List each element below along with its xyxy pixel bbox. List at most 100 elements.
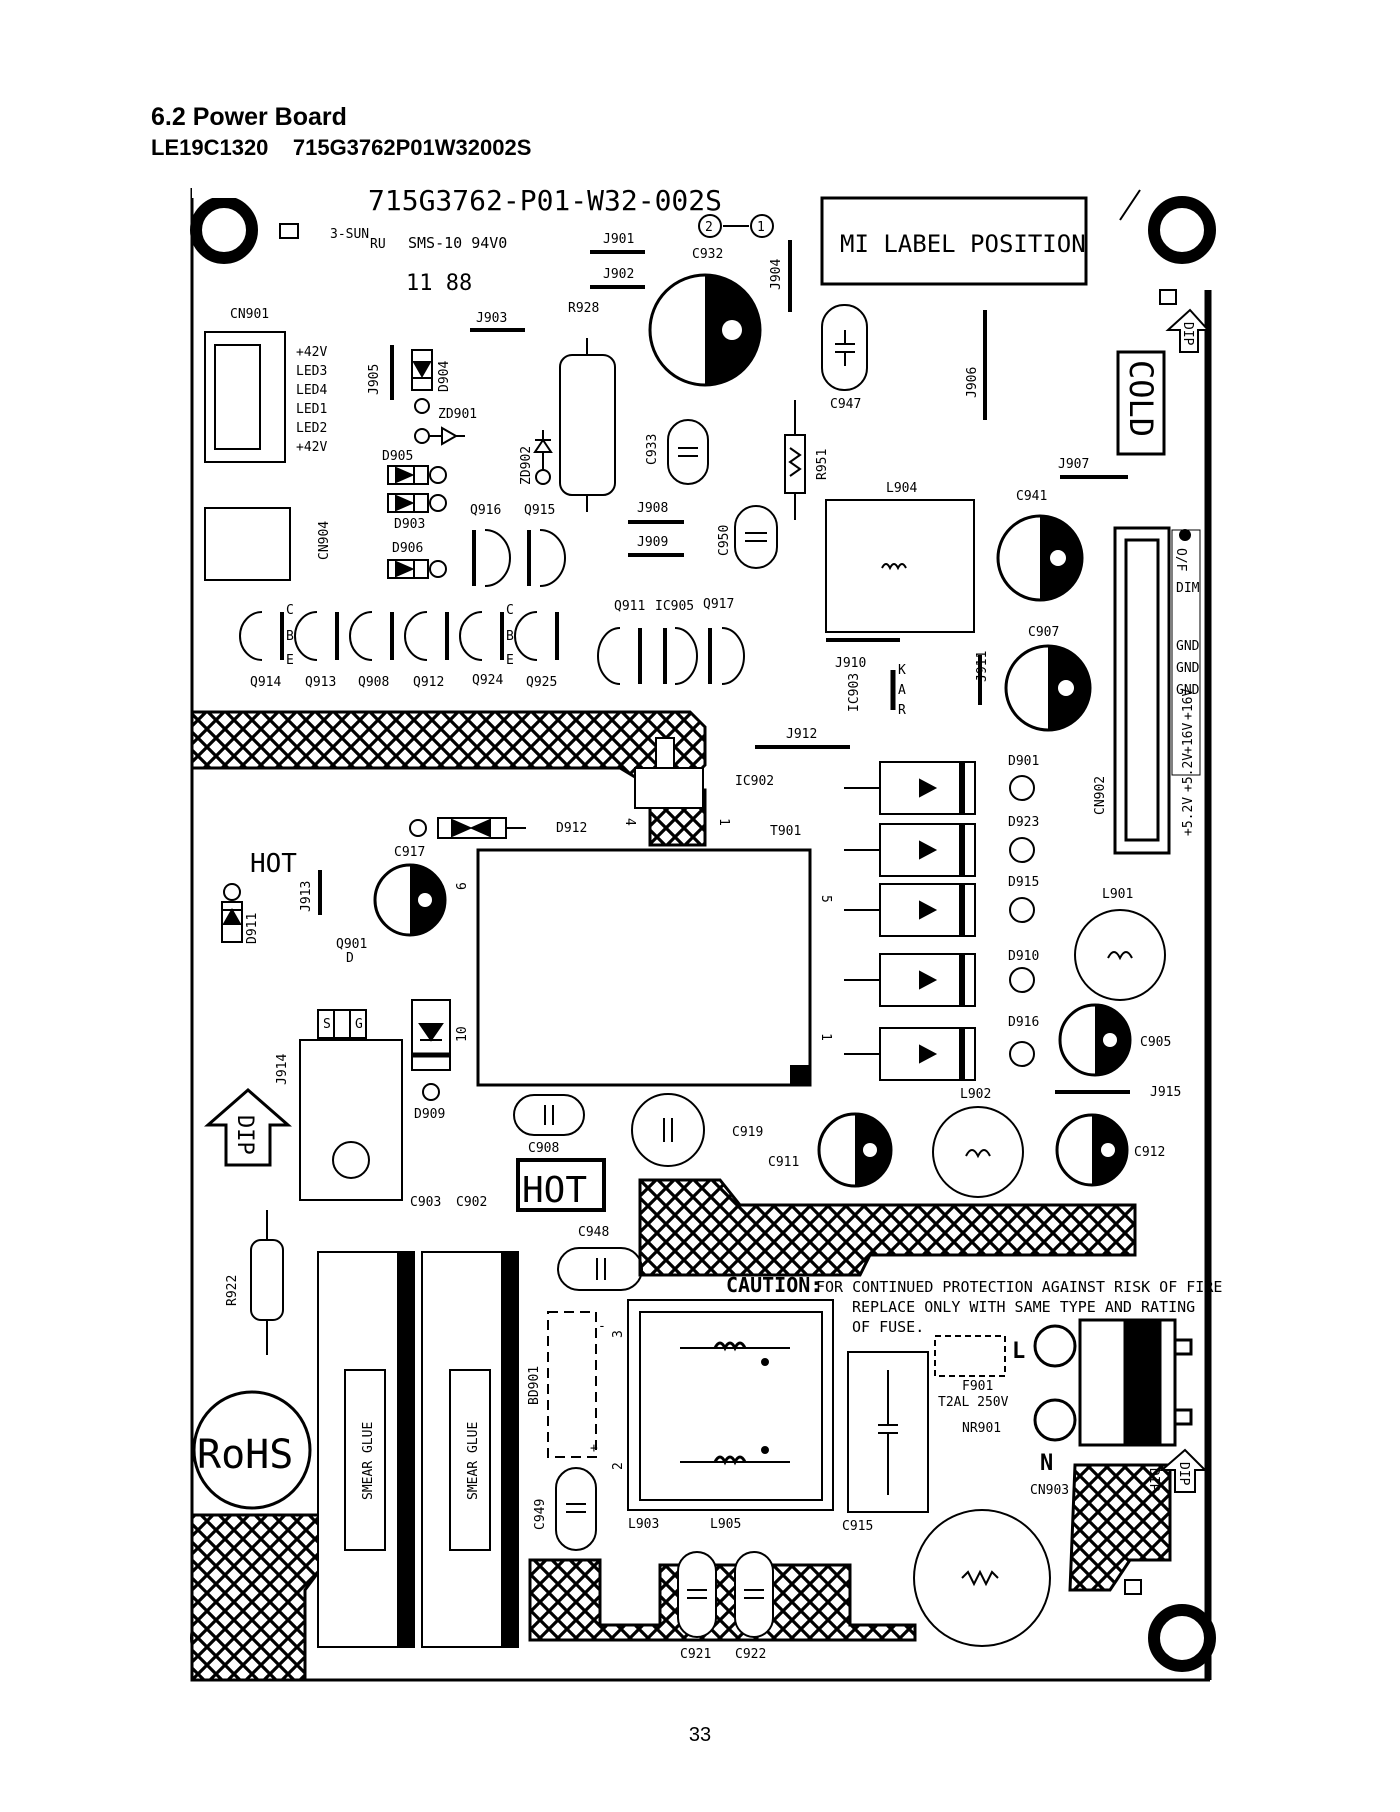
q901-pin-s: S — [323, 1017, 331, 1032]
cn901-pin-2: LED3 — [296, 364, 327, 379]
dip-label-top-right: DIP — [1180, 322, 1195, 346]
ic902-chip — [634, 767, 704, 809]
ic902-pin-1: 1 — [716, 818, 731, 826]
dip-label-left: DIP — [232, 1115, 257, 1155]
pcb-code: 715G3762-P01-W32-002S — [368, 184, 722, 217]
cn901-label: CN901 — [230, 307, 269, 322]
cn901-pin-6: +42V — [296, 440, 327, 455]
d904-label: D904 — [437, 361, 452, 392]
c915-label: C915 — [842, 1519, 873, 1534]
ic902-pin-4: 4 — [622, 818, 637, 826]
q914-pin-c: C — [286, 603, 294, 618]
bd901-label: BD901 — [527, 1366, 542, 1405]
rohs-text: RoHS — [197, 1432, 293, 1478]
j907-label: J907 — [1058, 457, 1089, 472]
j906-label: J906 — [965, 367, 980, 398]
cold-label: COLD — [1122, 360, 1160, 437]
hot-label-box: HOT — [522, 1170, 587, 1211]
q924-pin-b: B — [506, 629, 514, 644]
jumpers — [318, 240, 1130, 1094]
t901-label: T901 — [770, 824, 801, 839]
caution-line-1: FOR CONTINUED PROTECTION AGAINST RISK OF… — [816, 1278, 1222, 1296]
cn902-pin1-dot — [1179, 529, 1191, 541]
q916-transistor — [472, 529, 511, 587]
laminate-code: SMS-10 94V0 — [408, 234, 507, 252]
j904-label: J904 — [769, 259, 784, 290]
r951-label: R951 — [815, 449, 830, 480]
cn903-connector — [1033, 1318, 1193, 1447]
screw-icon — [279, 223, 299, 239]
cn904-label: CN904 — [317, 521, 332, 560]
j914-label: J914 — [275, 1054, 290, 1085]
c921-c922-capacitors — [677, 1551, 774, 1638]
cn901-pin-4: LED1 — [296, 402, 327, 417]
hot-box — [516, 1158, 606, 1212]
cn903-label: CN903 — [1030, 1483, 1069, 1498]
q924-pin-c: C — [506, 603, 514, 618]
mounting-hole-top-left — [190, 196, 258, 264]
c950-capacitor — [734, 505, 778, 569]
q901-transistor — [299, 1009, 403, 1201]
f901-label: F901 — [962, 1379, 993, 1394]
l905-label: L905 — [710, 1517, 741, 1532]
cn902-pin-gnd1: GND — [1176, 639, 1200, 654]
c907-label: C907 — [1028, 625, 1059, 640]
caution-line-2: REPLACE ONLY WITH SAME TYPE AND RATING — [852, 1298, 1195, 1316]
c921-label: C921 — [680, 1647, 711, 1662]
mounting-hole-top-right — [1148, 196, 1216, 264]
l903-label: L903 — [628, 1517, 659, 1532]
d911-label: D911 — [245, 913, 260, 944]
t901-pin-1: 1 — [818, 1033, 833, 1041]
ul-mark: RU — [370, 237, 386, 252]
mark-2: 2 — [705, 220, 713, 235]
c912-capacitor — [1055, 1113, 1129, 1187]
cn902-pin-dim: DIM — [1176, 581, 1200, 596]
line-label: L — [1012, 1339, 1025, 1364]
d912-label: D912 — [556, 821, 587, 836]
d906-diode — [387, 559, 447, 579]
cn902-pin-16v-a: +16V — [1181, 689, 1196, 720]
cn902-pin-gnd3: GND — [1176, 683, 1200, 698]
c950-label: C950 — [717, 525, 732, 556]
caution-line-3: OF FUSE. — [852, 1318, 924, 1336]
dip-arrow-top-right — [1165, 308, 1211, 353]
cold-box — [1116, 350, 1166, 456]
mark-2-ring — [698, 214, 722, 238]
cn902-pin-of: O/F — [1173, 548, 1188, 572]
zd902-diode — [533, 430, 553, 485]
cn901-connector — [204, 331, 286, 463]
q924-label: Q924 — [472, 673, 503, 688]
c908-capacitor — [513, 1094, 585, 1136]
c902-label: C902 — [456, 1195, 487, 1210]
d915-label: D915 — [1008, 875, 1039, 890]
l901-inductor — [1074, 909, 1166, 1001]
zd901-diode — [414, 426, 465, 446]
c908-label: C908 — [528, 1141, 559, 1156]
cn901-pin-1: +42V — [296, 345, 327, 360]
nr901-label: NR901 — [962, 1421, 1001, 1436]
c941-capacitor — [996, 514, 1084, 602]
c948-capacitor — [557, 1247, 643, 1291]
c947-label: C947 — [830, 397, 861, 412]
c903-c902-capacitors — [317, 1251, 519, 1648]
ic903-pin-k: K — [898, 663, 906, 678]
dip-arrow-bottom-right — [1159, 1448, 1208, 1493]
mark-1: 1 — [757, 220, 765, 235]
c949-label: C949 — [533, 1499, 548, 1530]
d916-label: D916 — [1008, 1015, 1039, 1030]
hot-label-left: HOT — [250, 849, 297, 879]
q901-pin-g: G — [355, 1017, 363, 1032]
d904-diode — [411, 349, 433, 414]
bd901-pin-plus: + — [590, 1441, 598, 1456]
j901-label: J901 — [603, 232, 634, 247]
d909-diode — [411, 999, 451, 1101]
q901-pin-d: D — [346, 951, 354, 966]
r922-resistor — [250, 1210, 284, 1355]
cn902-label: CN902 — [1093, 776, 1108, 815]
d906-label: D906 — [392, 541, 423, 556]
bd901-pin-minus: - — [598, 1319, 606, 1334]
hatched-zones — [190, 710, 1172, 1682]
screw-icon — [1124, 1579, 1142, 1595]
c919-label: C919 — [732, 1125, 763, 1140]
q913-label: Q913 — [305, 675, 336, 690]
